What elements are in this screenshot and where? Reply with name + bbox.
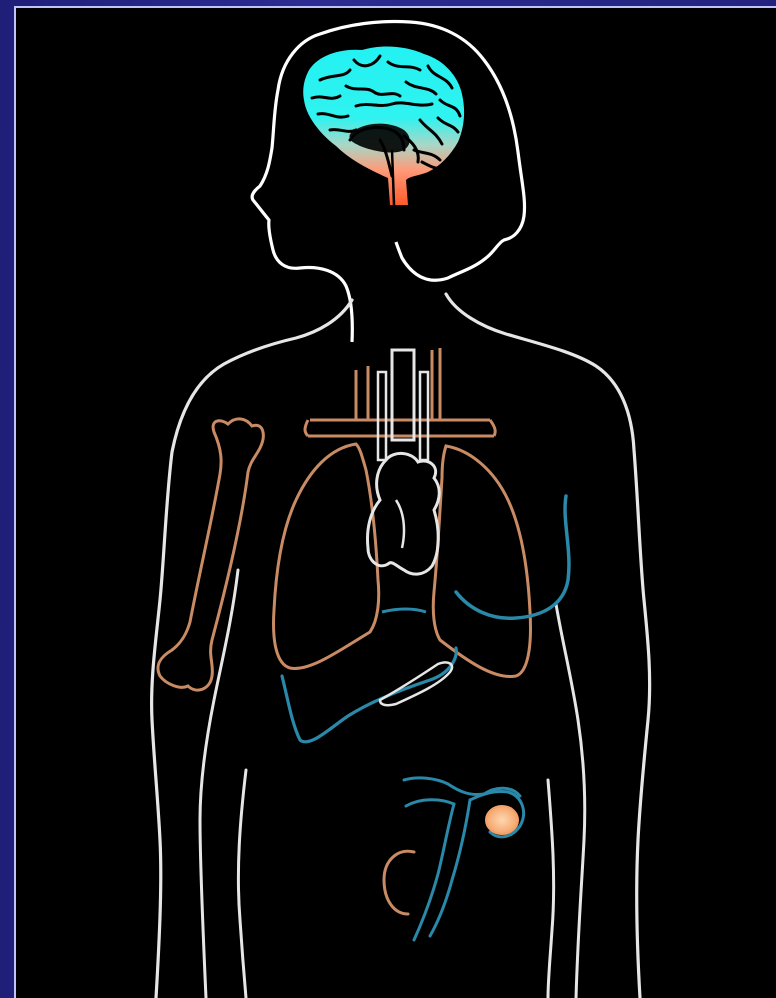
ovary	[486, 806, 518, 834]
uterus-icon	[404, 778, 524, 940]
bone-icon	[158, 419, 263, 690]
waist-left	[238, 770, 246, 998]
torso-outline-right	[446, 294, 650, 998]
windpipe	[392, 350, 414, 440]
right-lung	[433, 446, 530, 677]
heart-septum	[396, 500, 404, 548]
brain-icon	[303, 47, 464, 205]
right-arm-inner	[556, 604, 585, 998]
aorta	[378, 372, 428, 460]
bladder-icon	[384, 851, 414, 914]
waist-right	[548, 780, 554, 998]
lungs-icon	[274, 444, 379, 668]
left-arm-inner	[200, 570, 238, 998]
diaphragm	[382, 609, 426, 612]
trachea	[305, 348, 495, 436]
liver-icon	[282, 648, 456, 742]
heart-icon	[368, 453, 440, 574]
torso-outline	[152, 300, 352, 998]
